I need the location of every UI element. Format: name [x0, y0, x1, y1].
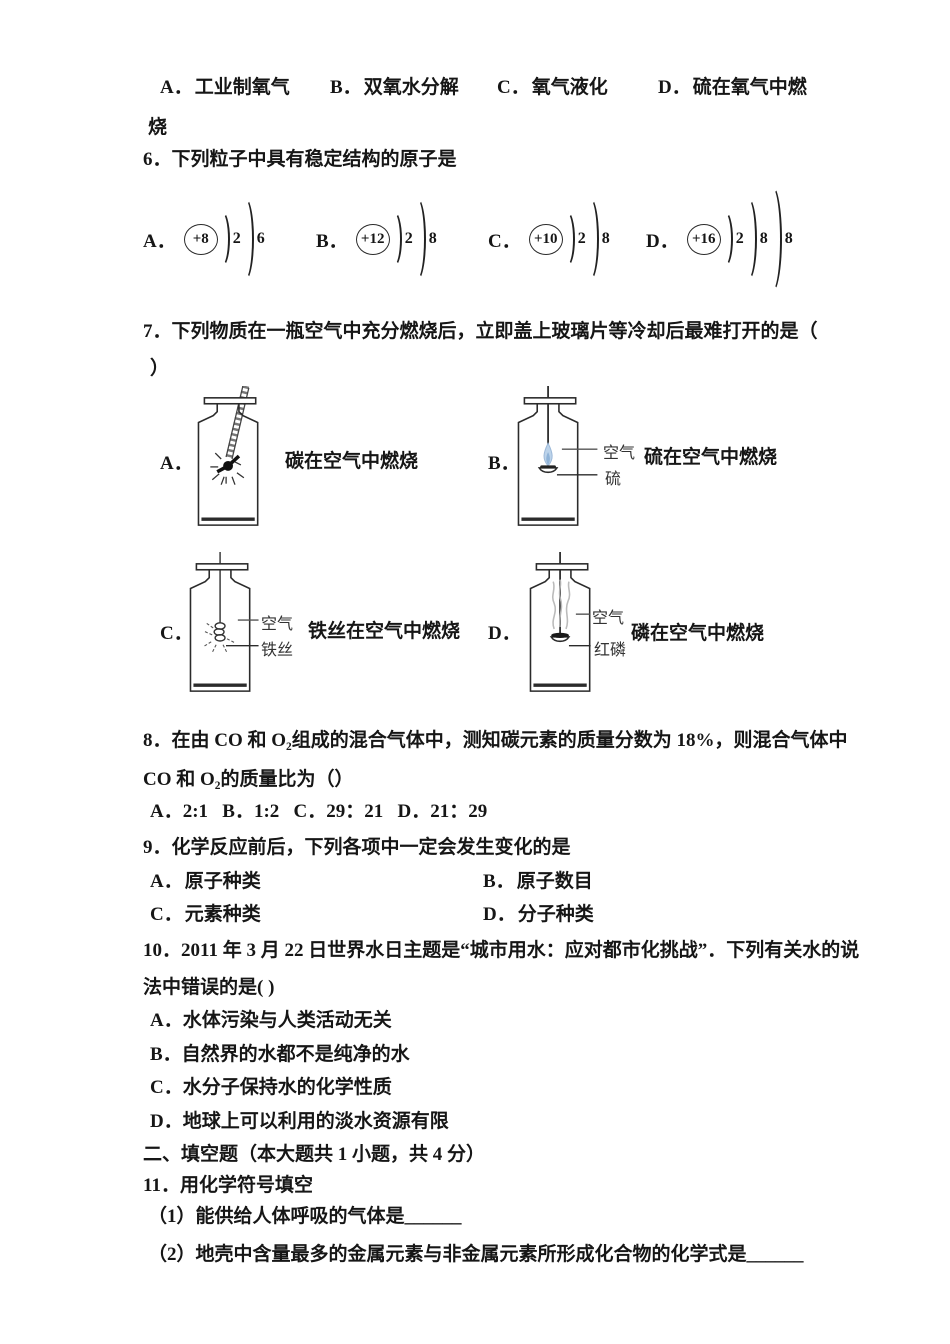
- option-text: 分子种类: [517, 904, 594, 925]
- figure-caption: 磷在空气中燃烧: [631, 623, 765, 644]
- sulfur-burning-bottle-figure: [517, 386, 598, 526]
- figure-caption: 铁丝在空气中燃烧: [308, 621, 461, 642]
- q5-option-a: A．工业制氧气: [160, 76, 330, 100]
- q6-atom-d: D． +16 2 8 8: [646, 185, 795, 293]
- substance-label: 红磷: [594, 642, 627, 659]
- option-key: A．: [160, 77, 193, 98]
- q10-option-a: A．水体污染与人类活动无关: [150, 1010, 392, 1031]
- option-key: B．: [330, 77, 362, 98]
- option-key: B．: [316, 230, 348, 252]
- option-key: A．: [143, 230, 176, 252]
- section2-title: 二、填空题（本大题共 1 小题，共 4 分）: [143, 1144, 486, 1165]
- q10-option-b: B．自然界的水都不是纯净的水: [150, 1044, 410, 1065]
- iron-wire-burning-bottle-figure: [189, 552, 259, 692]
- option-key: D．: [646, 230, 679, 252]
- q9-option-c: C．元素种类: [150, 903, 483, 927]
- q6-atom-c: C． +10 2 8: [488, 185, 646, 293]
- air-label: 空气: [261, 616, 294, 633]
- q5-option-c: C．氧气液化: [497, 76, 658, 100]
- q8-stem-line1: 8．在由 CO 和 O₂组成的混合气体中，测知碳元素的质量分数为 18%，则混合…: [143, 730, 848, 751]
- q9-option-d: D．分子种类: [483, 903, 594, 927]
- electron-shell-arc: [386, 211, 402, 267]
- electron-shell-arc: [762, 185, 782, 293]
- air-label: 空气: [603, 445, 636, 462]
- q7-figure-row-2: C． 空气 铁丝 铁丝在空气中燃烧 D．: [143, 552, 843, 704]
- option-text: 工业制氧气: [194, 77, 290, 98]
- shell-electron-count: 8: [784, 230, 793, 247]
- shell-electron-count: 6: [256, 230, 265, 247]
- q8-options-line: A．2:1 B．1:2 C．29：21 D．21：29: [150, 801, 488, 822]
- electron-shell-arc: [559, 211, 575, 267]
- option-key: B．: [488, 453, 520, 474]
- option-key: D．: [488, 623, 521, 644]
- figure-caption: 碳在空气中燃烧: [285, 451, 419, 472]
- figure-caption: 硫在空气中燃烧: [644, 447, 778, 468]
- q9-option-a: A．原子种类: [150, 870, 483, 894]
- atom-nucleus: +12: [355, 223, 390, 255]
- electron-shell-arc: [236, 197, 254, 281]
- option-key: A．: [150, 871, 183, 892]
- option-key: D．: [658, 77, 691, 98]
- q5-option-d-overflow: 烧: [148, 117, 168, 138]
- q5-option-d: D．硫在氧气中燃: [658, 76, 807, 100]
- q11-blank-1: （1）能供给人体呼吸的气体是______: [148, 1206, 462, 1227]
- option-text: 元素种类: [184, 904, 261, 925]
- option-text: 原子数目: [516, 871, 593, 892]
- atom-nucleus: +16: [686, 223, 721, 255]
- option-key: C．: [488, 230, 521, 252]
- atom-nucleus: +8: [183, 223, 218, 255]
- q10-stem-line2: 法中错误的是( ): [143, 977, 275, 998]
- electron-shell-arc: [214, 211, 230, 267]
- electron-shell-arc: [581, 197, 599, 281]
- option-key: D．: [483, 904, 516, 925]
- electron-shell-arc: [739, 197, 757, 281]
- q7-stem-line1: 7．下列物质在一瓶空气中充分燃烧后，立即盖上玻璃片等冷却后最难打开的是（: [143, 321, 818, 342]
- carbon-burning-bottle-figure: [197, 386, 259, 526]
- option-key: B．: [483, 871, 515, 892]
- q10-option-d: D．地球上可以利用的淡水资源有限: [150, 1111, 449, 1132]
- atom-nucleus: +10: [528, 223, 563, 255]
- q7-stem-line2: ）: [150, 358, 170, 379]
- substance-label: 硫: [605, 471, 622, 488]
- air-label: 空气: [592, 610, 625, 627]
- shell-electron-count: 8: [428, 230, 437, 247]
- q11-blank-2: （2）地壳中含量最多的金属元素与非金属元素所形成化合物的化学式是______: [148, 1244, 804, 1265]
- electron-shell-arc: [717, 211, 733, 267]
- q10-option-c: C．水分子保持水的化学性质: [150, 1077, 392, 1098]
- shell-electron-count: 8: [601, 230, 610, 247]
- option-text: 硫在氧气中燃: [692, 77, 807, 98]
- electron-shell-arc: [408, 197, 426, 281]
- q7-figure-row-1: A． 碳在空气中燃烧 B．: [143, 386, 843, 536]
- option-text: 氧气液化: [531, 77, 608, 98]
- option-key: C．: [160, 623, 193, 644]
- phosphorus-burning-bottle-figure: [529, 552, 591, 692]
- option-key: C．: [150, 904, 183, 925]
- q6-atom-b: B． +12 2 8: [316, 185, 488, 293]
- q5-option-b: B．双氧水分解: [330, 76, 497, 100]
- option-text: 双氧水分解: [363, 77, 459, 98]
- substance-label: 铁丝: [261, 642, 294, 659]
- q11-stem: 11．用化学符号填空: [143, 1175, 313, 1196]
- option-key: A．: [160, 453, 193, 474]
- q10-stem-line1: 10．2011 年 3 月 22 日世界水日主题是“城市用水：应对都市化挑战”．…: [143, 940, 860, 961]
- q8-stem-line2: CO 和 O₂的质量比为（）: [143, 769, 354, 790]
- option-text: 原子种类: [184, 871, 261, 892]
- q6-atom-diagrams-row: A． +8 2 6 B． +12 2 8 C． +10 2 8 D． +16 2…: [143, 185, 833, 293]
- q9-option-b: B．原子数目: [483, 870, 593, 894]
- q6-stem: 6．下列粒子中具有稳定结构的原子是: [143, 149, 457, 170]
- q6-atom-a: A． +8 2 6: [143, 185, 316, 293]
- q9-stem: 9．化学反应前后，下列各项中一定会发生变化的是: [143, 837, 571, 858]
- option-key: C．: [497, 77, 530, 98]
